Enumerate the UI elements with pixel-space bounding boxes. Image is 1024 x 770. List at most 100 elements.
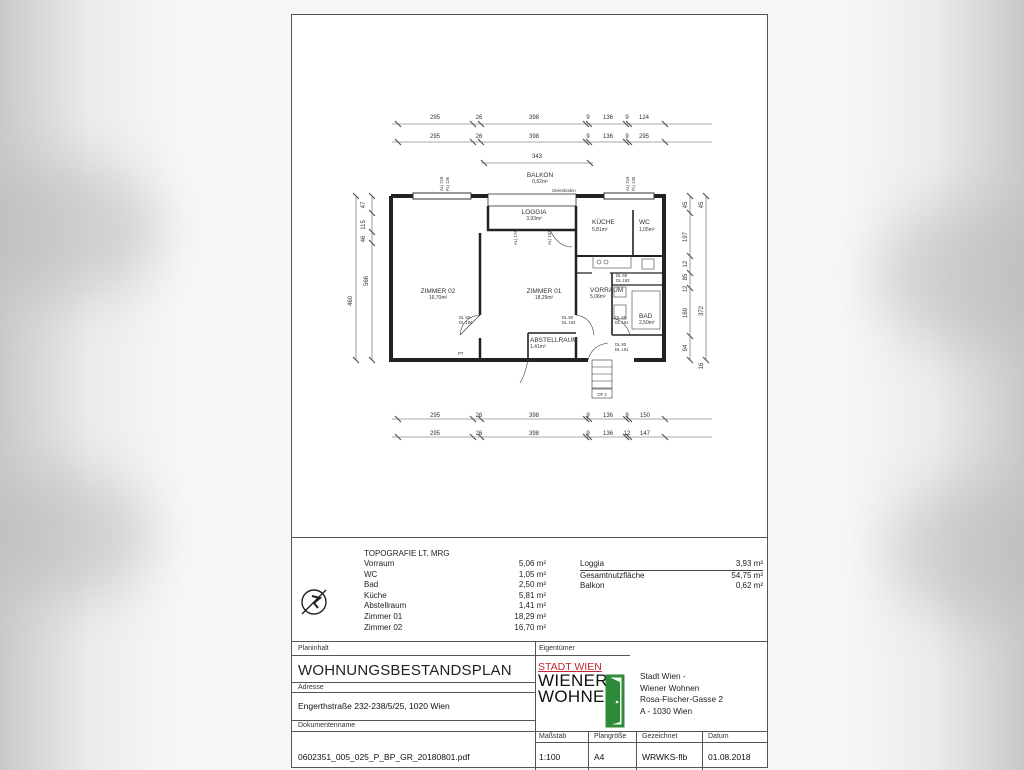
dim-text: 26 (476, 431, 483, 437)
massstab-value: 1:100 (539, 752, 561, 762)
north-arrow-icon (301, 589, 327, 615)
door-tag: DL 80 (615, 342, 627, 347)
floor-plan: 295 26 398 9 136 9 124 295 26 398 9 136 … (348, 115, 712, 441)
door-tag: DL 80 (459, 315, 471, 320)
logo-stadt-wien: STADT WIEN (538, 661, 602, 673)
dim-text: 398 (529, 115, 540, 121)
window-label: AL| 193 (547, 230, 552, 245)
area-value: 16,70 m² (514, 622, 546, 632)
door-tag: DL 193 (562, 320, 576, 325)
dim-text: 136 (603, 413, 614, 419)
dim-text: 26 (476, 134, 483, 140)
background-blur (0, 470, 150, 600)
area-row: WC 1,05 m² (364, 570, 546, 581)
room-label: ABSTELLRAUM (530, 337, 578, 344)
window-label: FL| 136 (445, 176, 450, 191)
dim-text: 343 (532, 154, 543, 160)
dim-text: 12 (683, 260, 689, 267)
background-blur (0, 160, 160, 300)
area-name: WC (364, 569, 378, 579)
room-area: 3,93m² (526, 216, 542, 222)
dim-text: 9 (625, 134, 629, 140)
dim-text: 16 (699, 362, 705, 369)
document-name: 0602351_005_025_P_BP_GR_20180801.pdf (298, 752, 470, 762)
background-blur (890, 480, 1024, 620)
dim-text: 398 (529, 413, 540, 419)
area-value: 5,81 m² (518, 590, 546, 600)
gezeichnet-label: Gezeichnet (642, 733, 678, 740)
plangroesse-value: A4 (594, 752, 605, 762)
door-tag: DL 80 (562, 315, 574, 320)
door-tag: DL 191 (615, 347, 629, 352)
dim-text: 85 (683, 273, 689, 280)
dim-text: 115 (361, 220, 367, 230)
gezeichnet-value: WRWKS-flb (642, 752, 688, 762)
doors (459, 229, 631, 384)
dim-text: 94 (683, 344, 689, 351)
eigentuemer-label: Eigentümer (539, 645, 575, 652)
room-area: 16,70m² (429, 295, 448, 301)
dim-text: 398 (529, 134, 540, 140)
balkon: BALKON 0,62m² Dielenboden (487, 172, 576, 207)
owner-line: A - 1030 Wien (640, 705, 693, 716)
dim-text: 169 (683, 307, 689, 318)
dim-text: 26 (476, 413, 483, 419)
stair-label: OF 2 (597, 392, 607, 397)
dim-text: 45 (683, 201, 689, 208)
window-label: AL| 219 (439, 176, 444, 191)
dimension-right (686, 192, 710, 364)
dim-text: 12 (683, 285, 689, 292)
dim-text: 12 (624, 431, 631, 437)
owner-line: Stadt Wien - (640, 671, 686, 681)
area-name: Abstellraum (364, 601, 407, 611)
area-name: Loggia (580, 559, 605, 568)
dim-text: 295 (639, 134, 650, 140)
dim-text: 9 (586, 115, 590, 121)
dim-text: 566 (364, 275, 370, 286)
room-label: ZIMMER 01 (527, 288, 562, 295)
dim-text: 9 (625, 115, 629, 121)
room-area: 5,81m² (592, 227, 608, 233)
area-name: Vorraum (364, 559, 395, 568)
adresse-label: Adresse (298, 684, 324, 691)
window-label: AL| 174 (513, 230, 518, 245)
planinhalt-label: Planinhalt (298, 645, 329, 652)
area-name: Zimmer 02 (364, 622, 403, 632)
dim-text: 197 (683, 231, 689, 242)
plan-sheet: 295 26 398 9 136 9 124 295 26 398 9 136 … (291, 14, 768, 770)
room-label: KÜCHE (592, 218, 615, 226)
dim-text: 372 (699, 305, 705, 316)
area-row: Zimmer 02 16,70 m² (364, 623, 546, 634)
dim-text: 136 (603, 115, 614, 121)
plangroesse-label: Plangröße (594, 733, 627, 740)
plan-title: WOHNUNGSBESTANDSPLAN (298, 662, 512, 679)
owner-line: Wiener Wohnen (640, 682, 700, 693)
datum-value: 01.08.2018 (708, 752, 751, 762)
area-name: Küche (364, 590, 387, 600)
door-tag: DL 194 (459, 320, 473, 325)
entrance-stairs (591, 359, 613, 399)
dimension-left (352, 192, 376, 364)
logo-wohnen: WOHNEN (538, 687, 618, 706)
background-blur (880, 200, 1024, 350)
room-label: BAD (639, 313, 653, 320)
pt-label: PT (458, 351, 464, 356)
dim-text: 9 (586, 413, 590, 419)
door-tag: DL 193 (616, 278, 630, 283)
room-area: 5,06m² (590, 294, 606, 300)
dim-text: 26 (476, 115, 483, 121)
area-heading: TOPOGRAFIE LT. MRG (364, 549, 450, 558)
door-tag: DL 65 (615, 315, 627, 320)
room-area: 1,41m² (530, 344, 546, 350)
dimension-bottom (392, 415, 712, 441)
dim-text: 9 (586, 431, 590, 437)
room-label: LOGGIA (522, 209, 548, 216)
dim-text: 295 (430, 431, 441, 437)
area-value: 1,05 m² (518, 569, 546, 579)
